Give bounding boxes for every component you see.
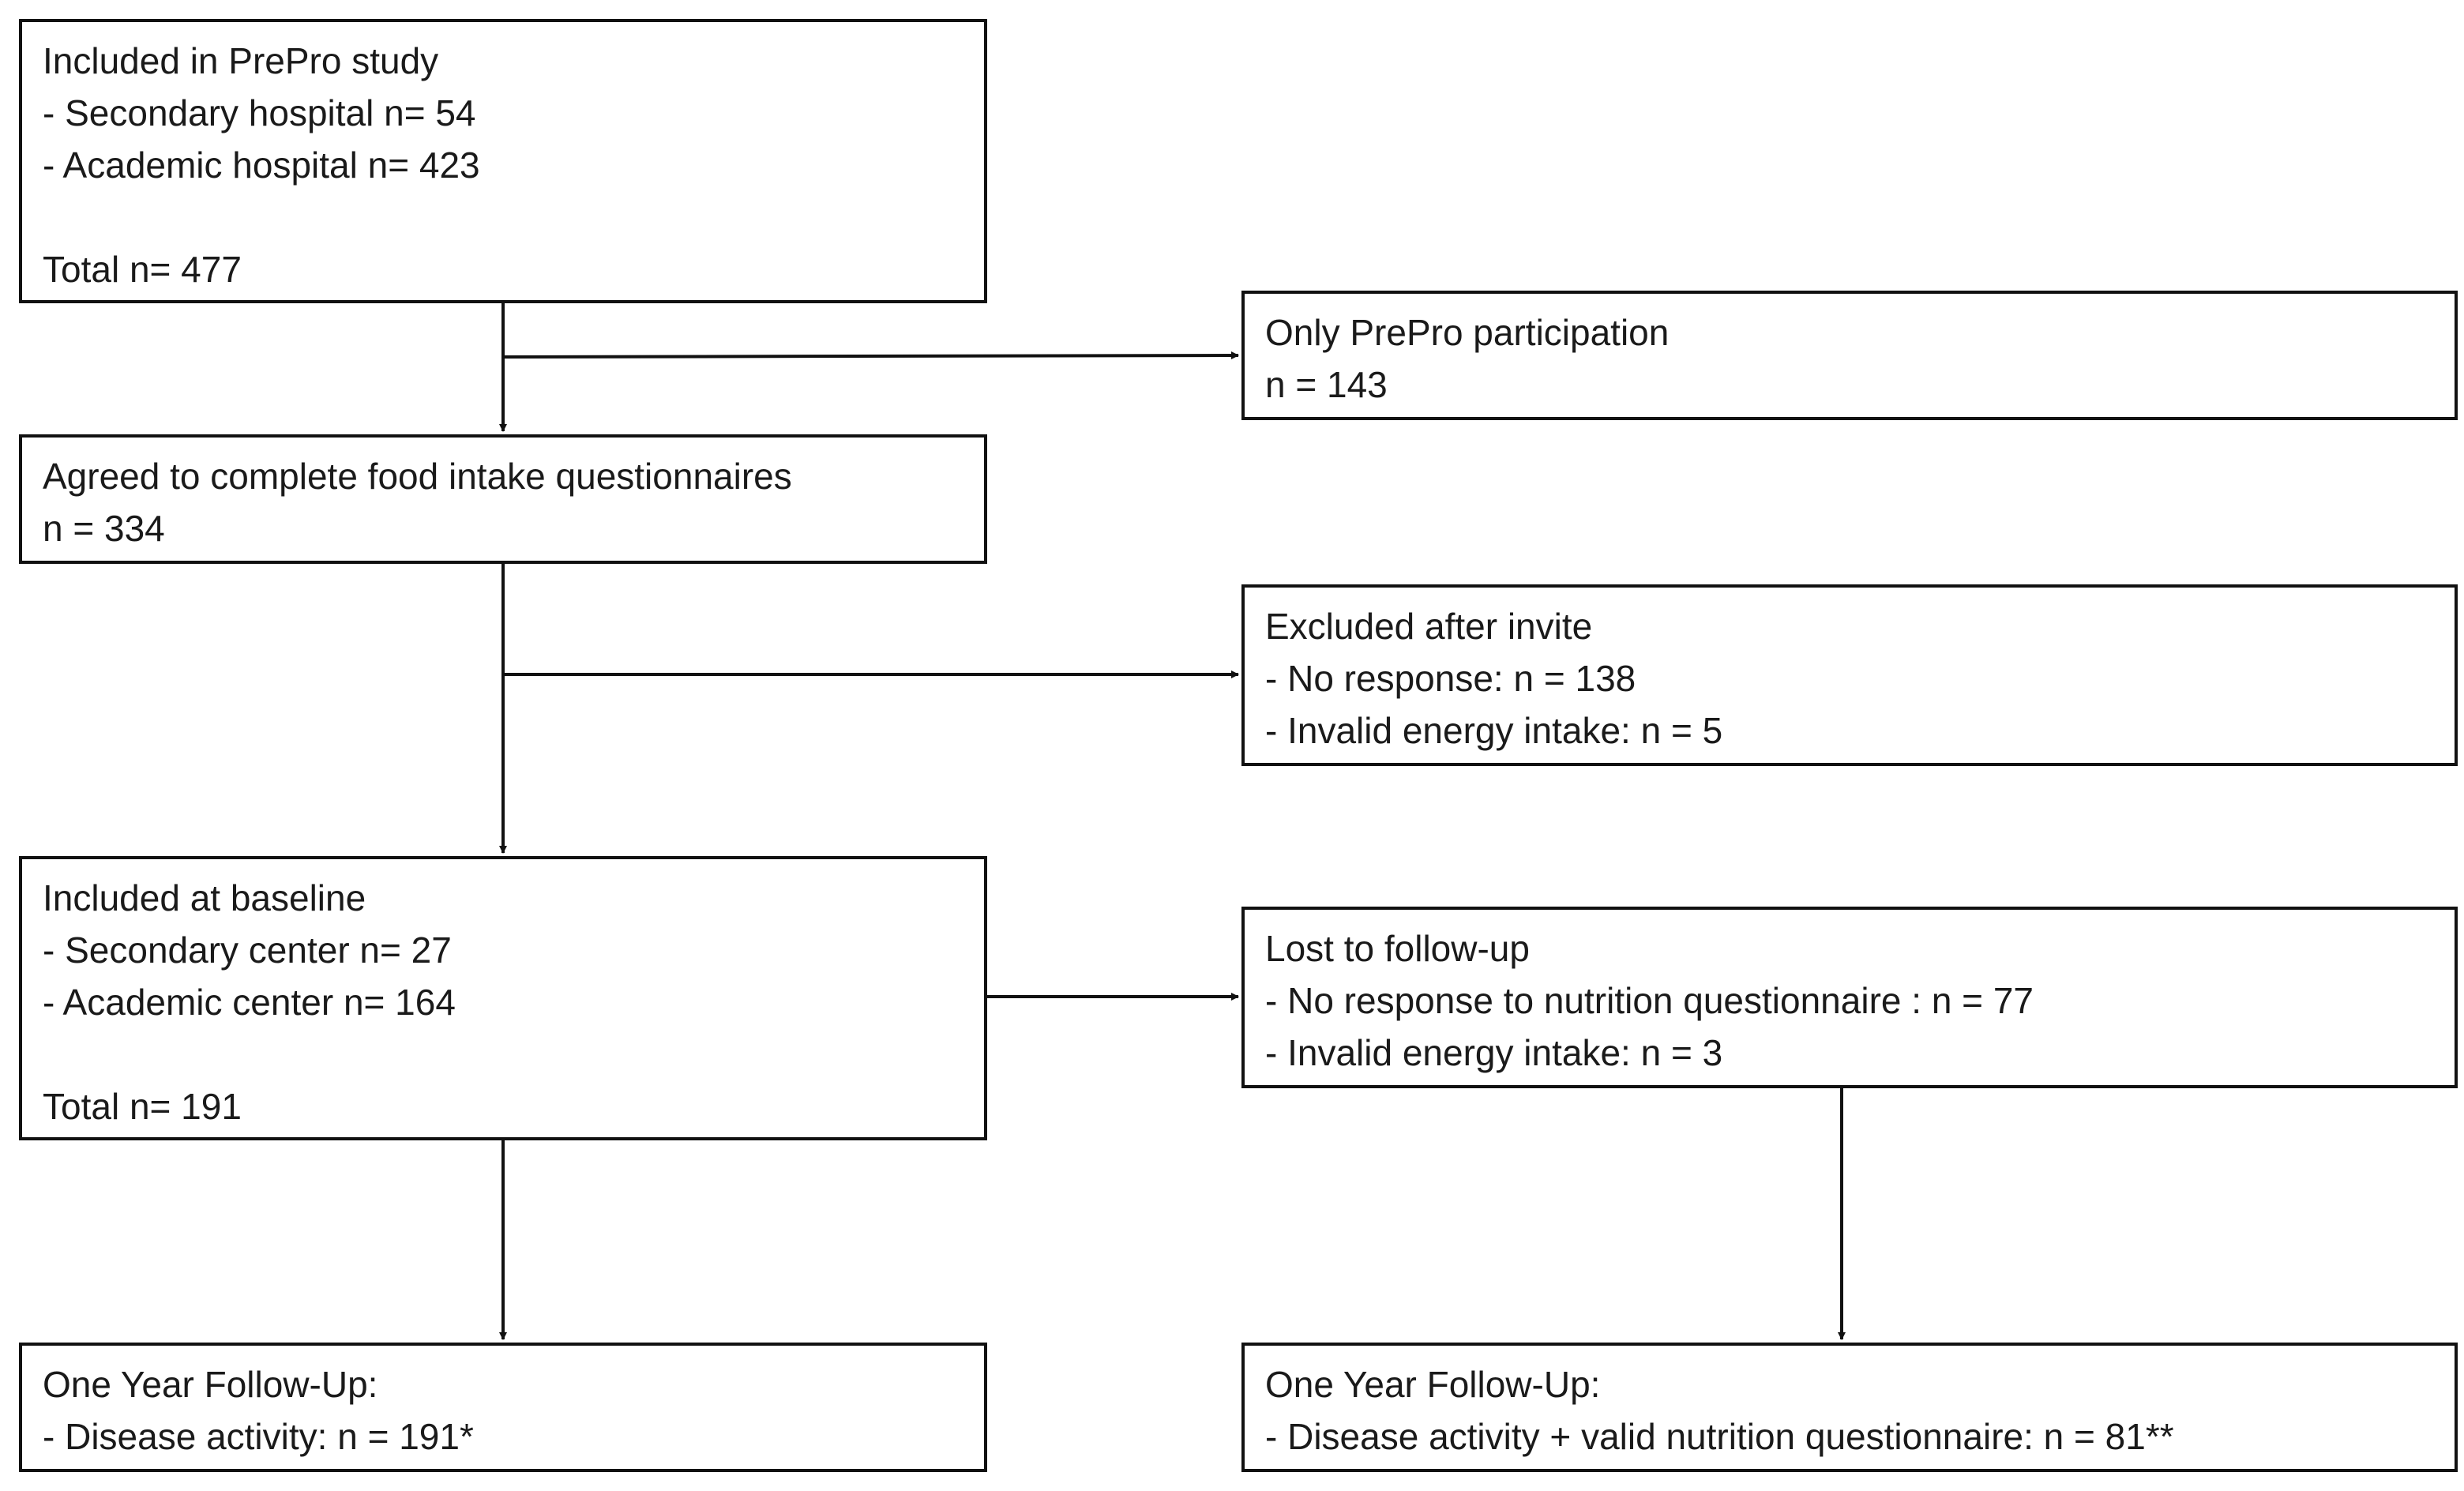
- followup-right-disease-activity: - Disease activity + valid nutrition que…: [1265, 1416, 2174, 1457]
- secondary-hospital-count: - Secondary hospital n= 54: [43, 92, 476, 133]
- excluded-after-invite-box: Excluded after invite - No response: n =…: [1241, 584, 2458, 766]
- excluded-title: Excluded after invite: [1265, 606, 1593, 647]
- followup-right-title: One Year Follow-Up:: [1265, 1364, 1601, 1405]
- followup-left-title: One Year Follow-Up:: [43, 1364, 378, 1405]
- agreed-questionnaires-box: Agreed to complete food intake questionn…: [19, 434, 987, 564]
- included-baseline-box: Included at baseline - Secondary center …: [19, 856, 987, 1140]
- only-prepro-box: Only PrePro participation n = 143: [1241, 291, 2458, 420]
- followup-left-disease-activity: - Disease activity: n = 191*: [43, 1416, 474, 1457]
- total-baseline-count: Total n= 191: [43, 1086, 242, 1127]
- followup-right-box: One Year Follow-Up: - Disease activity +…: [1241, 1343, 2458, 1472]
- included-prepro-title: Included in PrePro study: [43, 40, 439, 81]
- baseline-title: Included at baseline: [43, 877, 366, 918]
- lost-to-follow-up-box: Lost to follow-up - No response to nutri…: [1241, 907, 2458, 1088]
- lost-invalid-energy: - Invalid energy intake: n = 3: [1265, 1032, 1723, 1073]
- lost-no-response: - No response to nutrition questionnaire…: [1265, 980, 2034, 1021]
- arrow-to-only-prepro: [502, 351, 1239, 360]
- only-prepro-count: n = 143: [1265, 364, 1388, 405]
- spacer: [43, 1028, 963, 1080]
- followup-left-box: One Year Follow-Up: - Disease activity: …: [19, 1343, 987, 1472]
- academic-hospital-count: - Academic hospital n= 423: [43, 145, 480, 186]
- spacer: [43, 191, 963, 243]
- agreed-count: n = 334: [43, 508, 165, 549]
- excluded-no-response: - No response: n = 138: [1265, 658, 1636, 699]
- included-prepro-box: Included in PrePro study - Secondary hos…: [19, 19, 987, 303]
- agreed-title: Agreed to complete food intake questionn…: [43, 456, 792, 497]
- excluded-invalid-energy: - Invalid energy intake: n = 5: [1265, 710, 1723, 751]
- total-prepro-count: Total n= 477: [43, 249, 242, 290]
- lost-title: Lost to follow-up: [1265, 928, 1530, 969]
- academic-center-count: - Academic center n= 164: [43, 982, 456, 1023]
- secondary-center-count: - Secondary center n= 27: [43, 930, 452, 971]
- only-prepro-title: Only PrePro participation: [1265, 312, 1670, 353]
